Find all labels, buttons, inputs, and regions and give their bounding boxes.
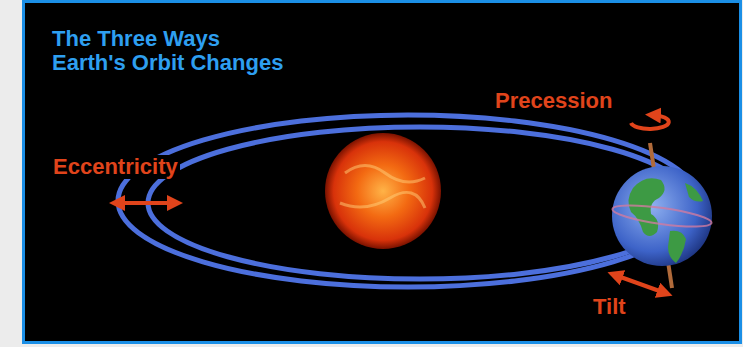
earth (612, 166, 712, 266)
precession-label: Precession (493, 89, 614, 113)
sun (325, 133, 441, 249)
tilt-arrow (615, 275, 665, 293)
precession-arrow (631, 115, 669, 129)
orbit-inner (148, 127, 692, 279)
eccentricity-arrow (117, 201, 175, 205)
diagram-title: The Three Ways Earth's Orbit Changes (52, 27, 294, 75)
panel: The Three Ways Earth's Orbit ChangesEcce… (22, 0, 742, 344)
eccentricity-label: Eccentricity (51, 155, 180, 179)
orbit-outer (118, 115, 698, 287)
tilt-label: Tilt (591, 295, 628, 319)
